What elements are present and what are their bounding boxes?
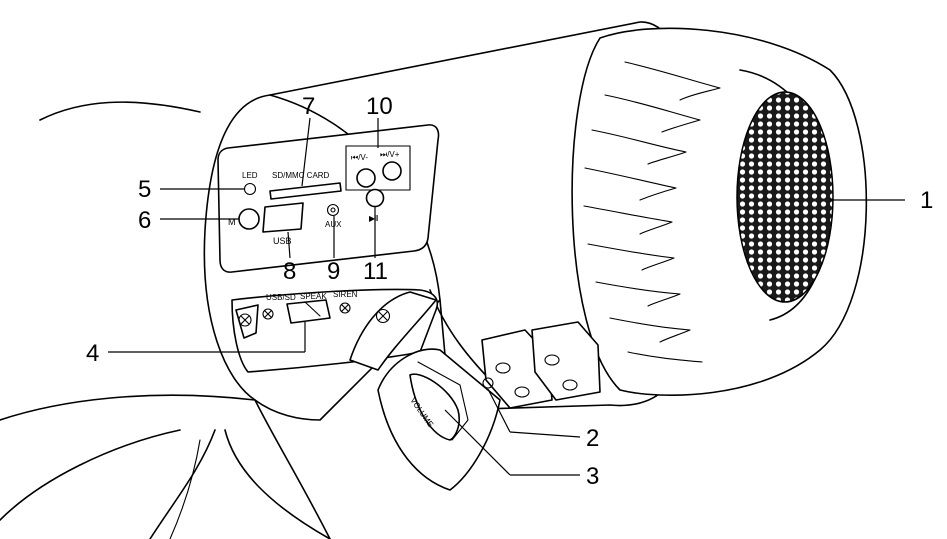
- siren-label: SIREN: [333, 290, 358, 299]
- led-indicator: [243, 182, 257, 196]
- mount-bracket: [481, 321, 601, 409]
- play-pause-button[interactable]: [365, 188, 385, 208]
- usb-label: USB: [273, 236, 292, 246]
- screw-icon: [375, 308, 391, 324]
- leader-lines: [108, 117, 905, 476]
- usb-sd-label: USB/SD: [266, 293, 296, 302]
- charging-indicator: [482, 377, 494, 389]
- callout-8: 8: [283, 258, 296, 285]
- mode-button[interactable]: [238, 208, 260, 230]
- switch-panel: USB/SD SPEAK SIREN: [231, 288, 439, 373]
- prev-volume-down-button[interactable]: [356, 168, 376, 188]
- callout-1: 1: [920, 187, 933, 214]
- speak-label: SPEAK: [300, 292, 327, 301]
- callout-numbers: 1 2 3 4 5 6 7 8 9 10 11: [86, 93, 933, 490]
- next-label: ⏭/V+: [380, 150, 400, 159]
- sd-card-slot[interactable]: [269, 182, 342, 200]
- led-label: LED: [242, 171, 258, 180]
- volume-knob[interactable]: [409, 373, 460, 441]
- callout-11: 11: [363, 258, 388, 285]
- function-switch[interactable]: [286, 299, 331, 324]
- mode-label: M: [228, 217, 236, 227]
- callout-7: 7: [302, 93, 315, 120]
- callout-3: 3: [586, 463, 599, 490]
- next-volume-up-button[interactable]: [382, 161, 402, 181]
- aux-jack[interactable]: [326, 203, 340, 217]
- callout-2: 2: [586, 425, 599, 452]
- callout-9: 9: [327, 258, 340, 285]
- sd-card-label: SD/MMC CARD: [272, 171, 330, 180]
- screw-icon: [238, 313, 252, 327]
- callout-4: 4: [86, 340, 99, 367]
- callout-10: 10: [366, 93, 393, 120]
- callout-6: 6: [138, 207, 151, 234]
- prev-label: ⏮/V-: [351, 153, 368, 162]
- play-pause-label: ▶‖: [369, 214, 378, 223]
- volume-knob-area: VOLUME: [377, 348, 501, 491]
- speaker-grille-icon: [736, 91, 834, 303]
- control-panel: LED M SD/MMC CARD USB AUX ⏮/V- ⏭/V+ ▶‖: [217, 124, 440, 273]
- hand-outline: [0, 101, 331, 539]
- usb-port[interactable]: [262, 202, 304, 233]
- callout-5: 5: [138, 176, 151, 203]
